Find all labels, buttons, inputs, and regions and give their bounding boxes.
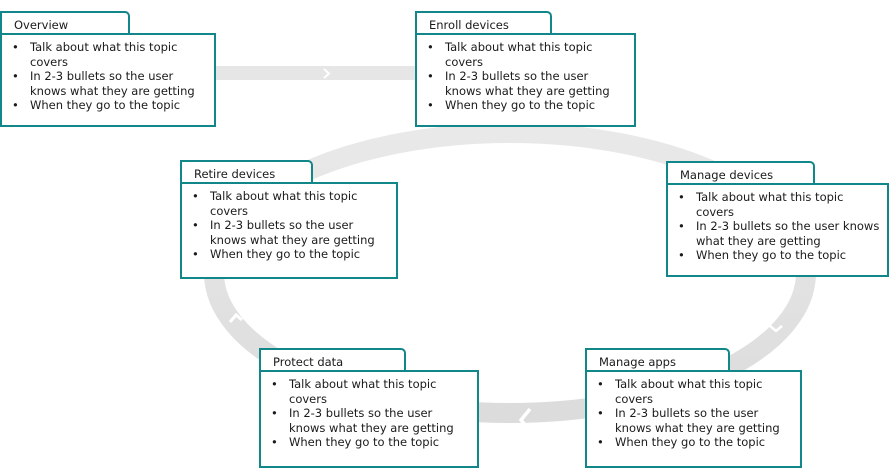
bullet-item: In 2-3 bullets so the user knows what th… — [427, 69, 628, 98]
bullet-list: Talk about what this topic covers In 2-3… — [597, 377, 794, 450]
node-body: Talk about what this topic covers In 2-3… — [180, 182, 398, 279]
bullet-item: In 2-3 bullets so the user knows what th… — [597, 406, 794, 435]
chevron-left-icon — [769, 325, 783, 333]
node-body: Talk about what this topic covers In 2-3… — [259, 370, 479, 468]
bullet-list: Talk about what this topic covers In 2-3… — [427, 40, 628, 113]
node-title-tab: Enroll devices — [415, 11, 552, 35]
bullet-item: When they go to the topic — [597, 435, 794, 450]
bullet-item: In 2-3 bullets so the user knows what th… — [271, 406, 471, 435]
node-body: Talk about what this topic covers In 2-3… — [415, 33, 636, 127]
node-title: Protect data — [273, 355, 344, 369]
chevron-up-icon — [228, 312, 243, 323]
bullet-item: When they go to the topic — [12, 98, 208, 113]
bullet-list: Talk about what this topic covers In 2-3… — [271, 377, 471, 450]
node-body: Talk about what this topic covers In 2-3… — [666, 183, 889, 277]
bullet-item: In 2-3 bullets so the user knows what th… — [12, 69, 208, 98]
node-title-tab: Protect data — [259, 348, 406, 372]
bullet-item: In 2-3 bullets so the user knows what th… — [192, 218, 390, 247]
bullet-item: Talk about what this topic covers — [271, 377, 471, 406]
node-title-tab: Overview — [0, 11, 130, 35]
bullet-item: When they go to the topic — [271, 435, 471, 450]
bullet-item: Talk about what this topic covers — [678, 190, 881, 219]
chevron-right-icon — [323, 68, 331, 79]
bullet-item: When they go to the topic — [192, 247, 390, 262]
bullet-item: When they go to the topic — [678, 248, 881, 263]
bullet-item: Talk about what this topic covers — [192, 189, 390, 218]
chevron-right-icon — [320, 118, 329, 130]
node-body: Talk about what this topic covers In 2-3… — [585, 370, 802, 468]
bullet-item: In 2-3 bullets so the user knows what th… — [678, 219, 881, 248]
node-title-tab: Retire devices — [180, 160, 313, 184]
bullet-list: Talk about what this topic covers In 2-3… — [12, 40, 208, 113]
chevron-down-icon — [683, 119, 692, 131]
node-title: Enroll devices — [429, 18, 509, 32]
chevron-left-icon — [518, 407, 532, 433]
node-title-tab: Manage devices — [666, 161, 815, 185]
bullet-item: Talk about what this topic covers — [427, 40, 628, 69]
node-title: Overview — [14, 18, 69, 32]
bullet-list: Talk about what this topic covers In 2-3… — [192, 189, 390, 262]
bullet-list: Talk about what this topic covers In 2-3… — [678, 190, 881, 263]
bullet-item: When they go to the topic — [427, 98, 628, 113]
node-title: Retire devices — [194, 167, 276, 181]
bullet-item: Talk about what this topic covers — [12, 40, 208, 69]
overview-connector — [214, 66, 418, 80]
node-title: Manage apps — [599, 355, 676, 369]
node-title: Manage devices — [680, 168, 774, 182]
node-title-tab: Manage apps — [585, 348, 730, 372]
bullet-item: Talk about what this topic covers — [597, 377, 794, 406]
node-body: Talk about what this topic covers In 2-3… — [0, 33, 216, 127]
